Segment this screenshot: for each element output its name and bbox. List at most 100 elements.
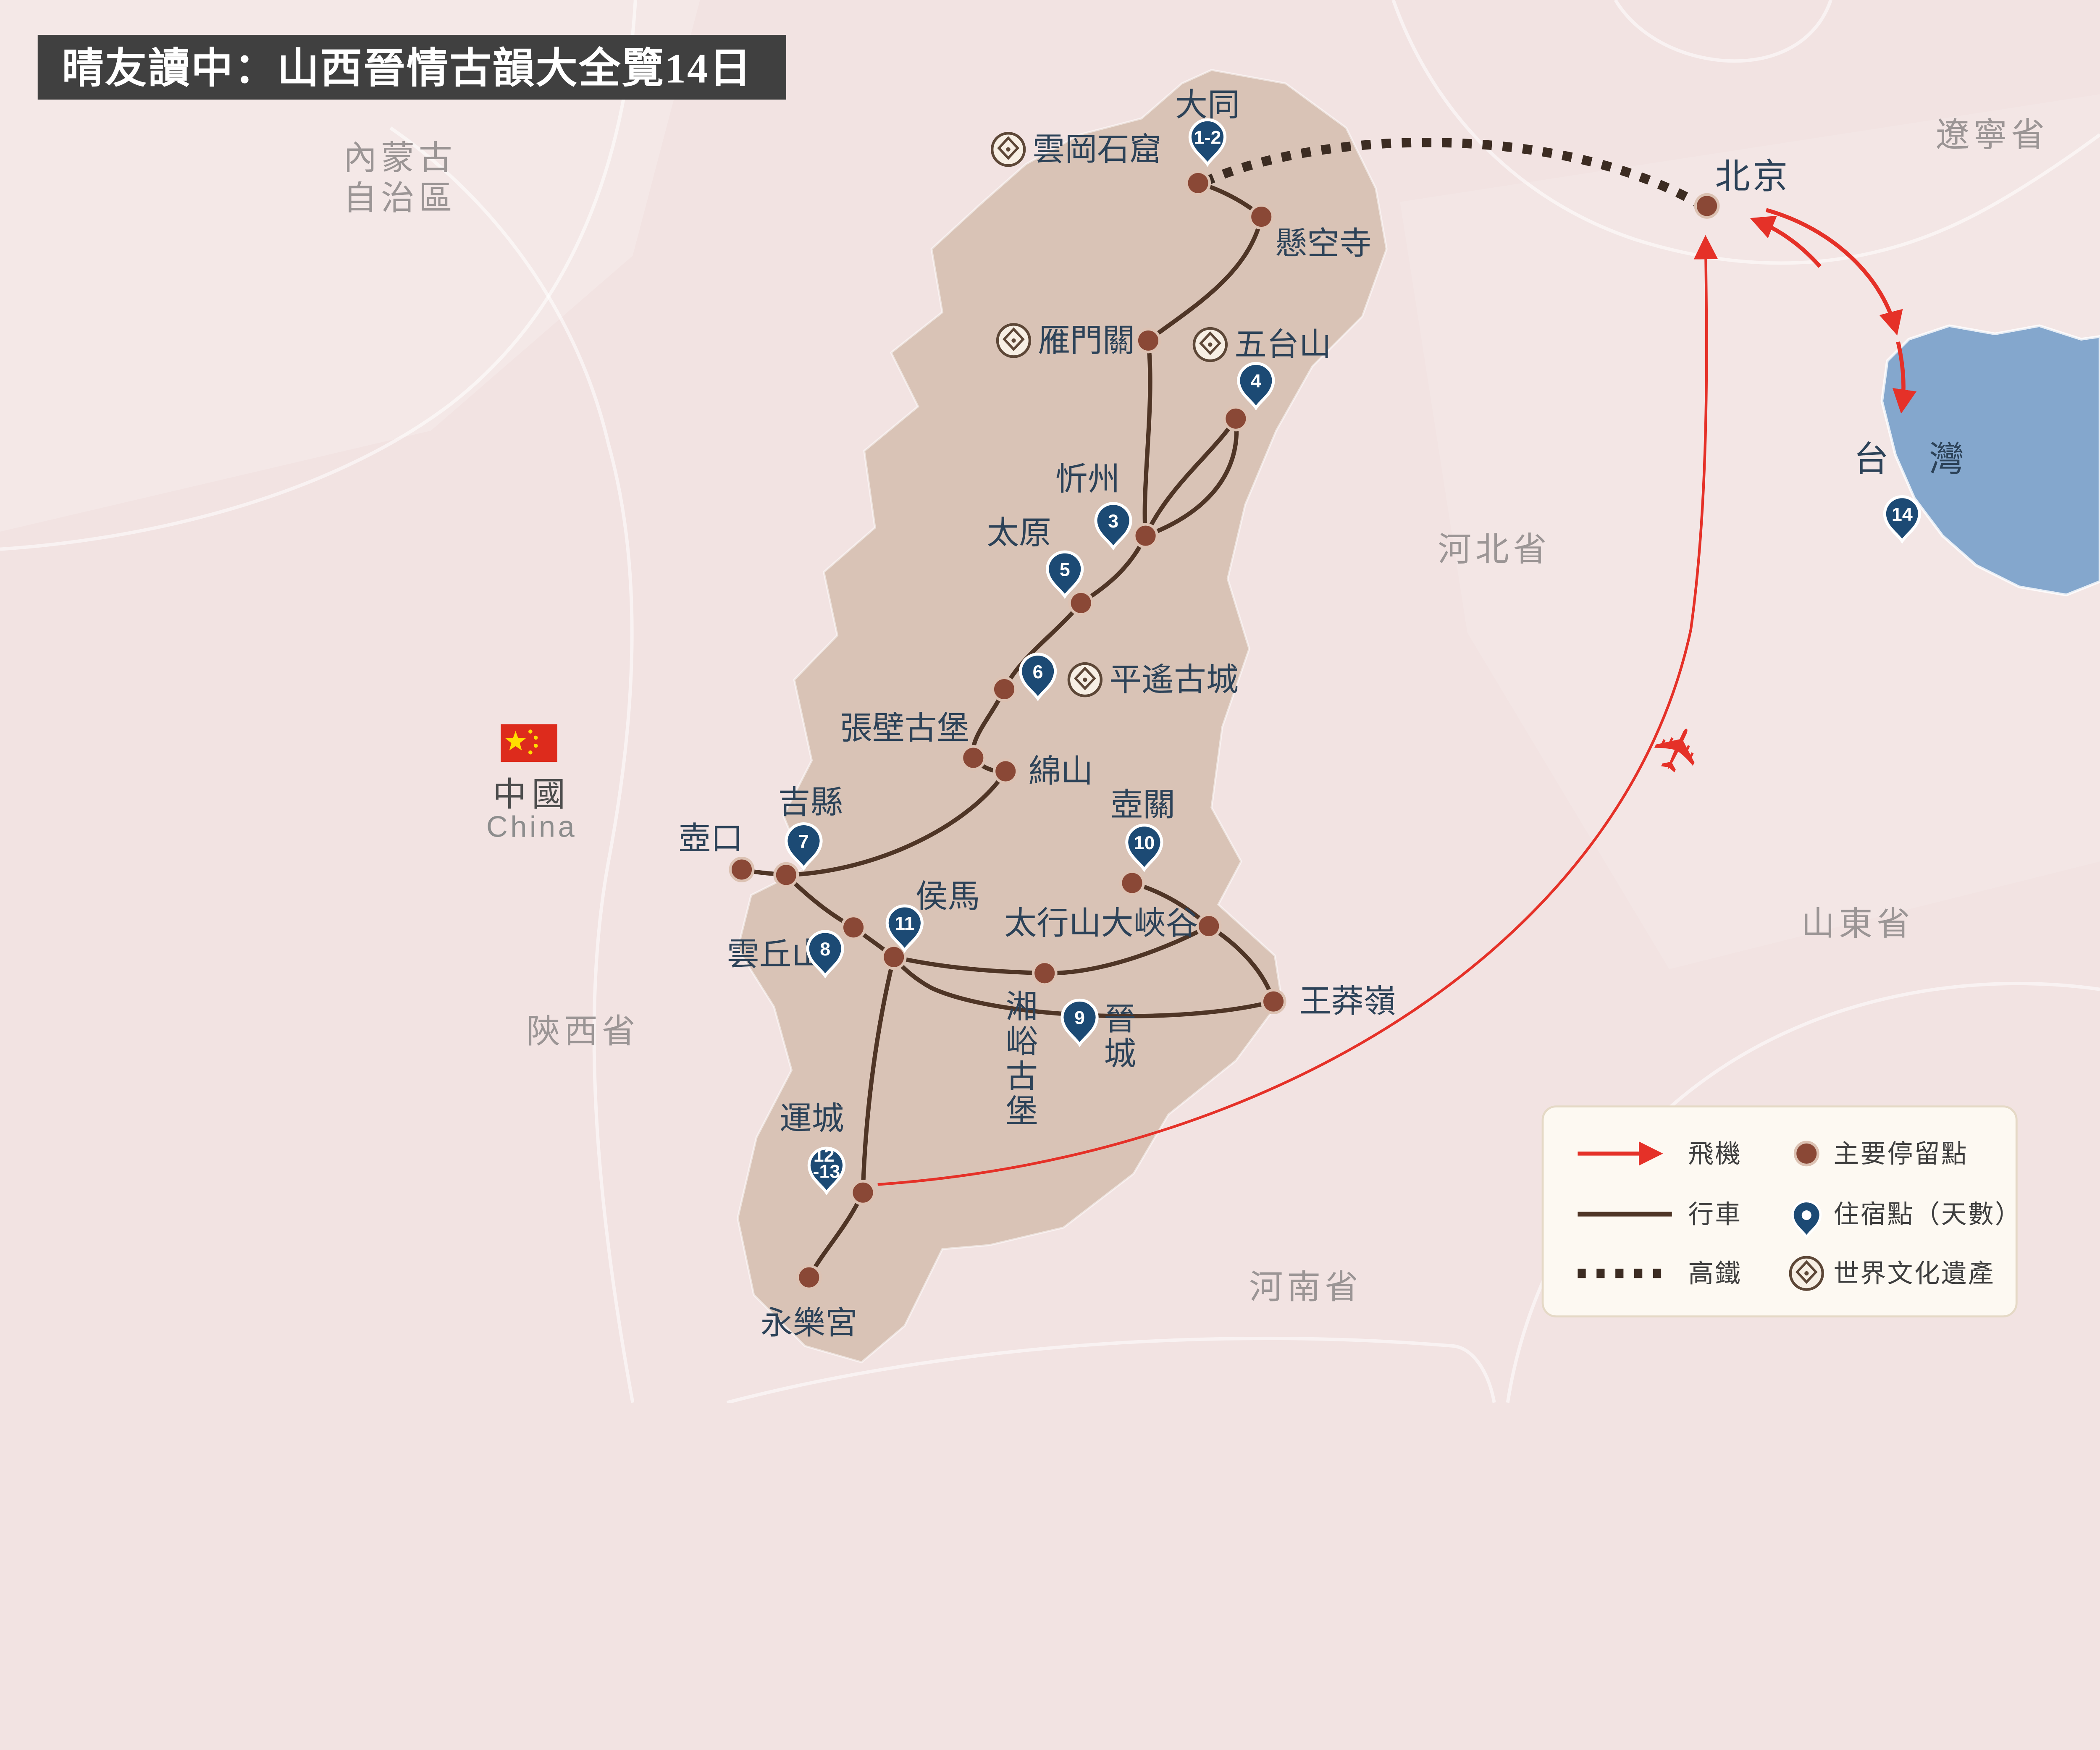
- stop-label-zhangbi: 張壁古堡: [840, 710, 969, 746]
- flag-star-small-3: [533, 743, 538, 748]
- stop-dot-yuncheng: [850, 1180, 876, 1206]
- rail-route-beijing-datong: [1203, 137, 1703, 209]
- legend-heritage-icon: [1790, 1257, 1823, 1290]
- stop-dot-mianshan: [992, 758, 1018, 784]
- lodging-pin-jincheng: 9: [1062, 1000, 1097, 1044]
- lodging-pin-jixian: 7: [786, 824, 821, 868]
- stop-dot-yongle: [796, 1265, 822, 1291]
- pin-days-huguan: 10: [1134, 832, 1155, 853]
- region-tint-northwest: [0, 0, 700, 532]
- world-heritage-icon-wutai: [1194, 328, 1226, 361]
- stop-dot-jixian: [773, 862, 799, 888]
- pin-days-yunqiu: 8: [820, 938, 830, 960]
- stop-label-wutai: 五台山: [1234, 327, 1331, 363]
- stop-dot-taihang: [1196, 913, 1222, 939]
- tour-map-canvas: ✈ 內蒙古 自治區 遼寧省 河北省 山東省 陝西省: [0, 0, 2100, 1403]
- stop-dot-xuankong: [1248, 204, 1274, 230]
- stop-label-pingyao: 平遙古城: [1109, 662, 1239, 698]
- lodging-pin-taiwan: 14: [1885, 497, 1919, 541]
- stop-label-taiyuan: 太原: [987, 515, 1051, 551]
- region-labels: 內蒙古 自治區 遼寧省 河北省 山東省 陝西省 河南省 北京 台 灣: [343, 116, 2049, 1306]
- flight-route-beijing-taiwan-2: [1892, 341, 1917, 414]
- stop-dot-beijing: [1694, 193, 1720, 219]
- stop-label-hukou: 壺口: [678, 821, 743, 857]
- stop-dot-xiangyu: [1032, 960, 1058, 986]
- legend-lodging-pin-icon: [1793, 1201, 1821, 1237]
- stop-label-houma: 侯馬: [916, 879, 980, 915]
- pin-days-xinzhou: 3: [1108, 510, 1118, 532]
- pin-days-jincheng: 9: [1074, 1007, 1085, 1028]
- place-label-beijing: 北京: [1715, 157, 1790, 196]
- stop-label-huguan: 壺關: [1110, 787, 1175, 823]
- place-label-taiwan: 台 灣: [1853, 439, 1966, 478]
- legend-drive-label: 行車: [1688, 1200, 1742, 1228]
- title-bar: 晴友讀中：山西晉情古韻大全覽14日: [37, 35, 786, 100]
- stop-label-taihang: 太行山大峽谷: [1004, 905, 1198, 942]
- flag-field: [501, 724, 557, 762]
- title-box: [37, 35, 786, 100]
- legend-lodging-label: 住宿點（天數）: [1833, 1200, 2022, 1228]
- flag-star-small-2: [533, 735, 538, 740]
- stop-label-yuncheng: 運城: [780, 1100, 844, 1136]
- stop-dot-taiyuan: [1068, 590, 1094, 616]
- world-heritage-icon-pingyao: [1069, 664, 1101, 696]
- region-label-henan: 河南省: [1249, 1268, 1362, 1306]
- stop-label-yanmen: 雁門關: [1038, 323, 1135, 359]
- stop-label-jincheng: 晉城: [1104, 1001, 1136, 1072]
- stop-dot-houma: [881, 944, 907, 970]
- lodging-pins: 1-2 3 4 5 6 7 8 9: [786, 120, 1920, 1192]
- lodging-pin-yunqiu: 8: [808, 931, 843, 976]
- stop-label-xuankong: 懸空寺: [1275, 226, 1372, 262]
- province-borders: [0, 0, 2100, 1403]
- country-label-en: China: [486, 810, 577, 843]
- legend-flight-label: 飛機: [1688, 1139, 1742, 1168]
- legend-rail-label: 高鐵: [1688, 1259, 1742, 1288]
- stop-dot-yanmen: [1135, 328, 1161, 354]
- page-title: 晴友讀中：山西晉情古韻大全覽14日: [62, 45, 752, 92]
- map-stage: ✈ 內蒙古 自治區 遼寧省 河北省 山東省 陝西省: [0, 0, 2100, 1403]
- stop-label-yungang: 雲岡石窟: [1032, 131, 1162, 168]
- drive-route-path: [739, 181, 1276, 1280]
- pin-days-datong: 1-2: [1194, 126, 1221, 148]
- flight-route-yuncheng-beijing: [877, 235, 1718, 1186]
- pin-days-houma: 11: [895, 913, 914, 934]
- stop-dot-hukou: [729, 857, 755, 882]
- stop-dot-pingyao: [991, 676, 1017, 702]
- country-label-zh: 中國: [493, 775, 571, 813]
- pin-days-yuncheng-line2: -13: [813, 1160, 840, 1182]
- region-label-shandong: 山東省: [1801, 905, 1914, 942]
- flag-star-large: [505, 731, 526, 750]
- stop-dot-wangmang: [1260, 989, 1286, 1015]
- pin-days-jixian: 7: [798, 831, 809, 852]
- stop-label-jixian: 吉縣: [778, 784, 843, 820]
- legend-main-stop-label: 主要停留點: [1833, 1139, 1968, 1168]
- stop-dot-xinzhou: [1133, 523, 1159, 549]
- flag-star-small-4: [528, 750, 533, 755]
- lodging-pin-xinzhou: 3: [1096, 504, 1131, 548]
- region-label-shaanxi: 陝西省: [526, 1012, 639, 1050]
- legend: 飛機 主要停留點 行車 住宿點（天數） 高鐵 世界文化遺產: [1541, 1105, 2022, 1318]
- stop-label-wangmang: 王莽嶺: [1299, 984, 1396, 1020]
- lodging-pin-yuncheng: 12 -13: [809, 1144, 844, 1193]
- region-label-liaoning: 遼寧省: [1936, 116, 2049, 154]
- pin-days-taiyuan: 5: [1060, 559, 1070, 580]
- flight-route-into-beijing: [1750, 215, 1822, 268]
- stop-label-xiangyu: 湘峪古堡: [1005, 989, 1038, 1129]
- stop-dot-yunqiu: [840, 914, 866, 940]
- svg-text:12 -13: 12 -13: [813, 1144, 840, 1182]
- lodging-pin-taiyuan: 5: [1047, 552, 1082, 596]
- region-label-inner-mongolia-1: 內蒙古: [343, 139, 456, 176]
- stop-label-datong: 大同: [1175, 87, 1240, 123]
- lodging-pin-datong: 1-2: [1190, 120, 1225, 164]
- china-flag: [501, 724, 557, 762]
- stop-label-mianshan: 綿山: [1029, 753, 1093, 790]
- pin-days-taiwan: 14: [1892, 504, 1913, 525]
- lodging-pin-huguan: 10: [1127, 825, 1162, 870]
- stop-dot-wutai: [1223, 406, 1249, 432]
- shanxi-province-shape: [736, 69, 1388, 1364]
- stop-labels: 大同 雲岡石窟 懸空寺 雁門關 五台山 忻州 太原 平遙古城 張壁古堡 綿山 吉…: [678, 87, 1396, 1341]
- world-heritage-icon-yanmen: [998, 324, 1030, 357]
- region-label-inner-mongolia-2: 自治區: [343, 179, 456, 217]
- region-tint-east: [1400, 94, 2100, 969]
- world-heritage-icon-yungang: [992, 133, 1024, 165]
